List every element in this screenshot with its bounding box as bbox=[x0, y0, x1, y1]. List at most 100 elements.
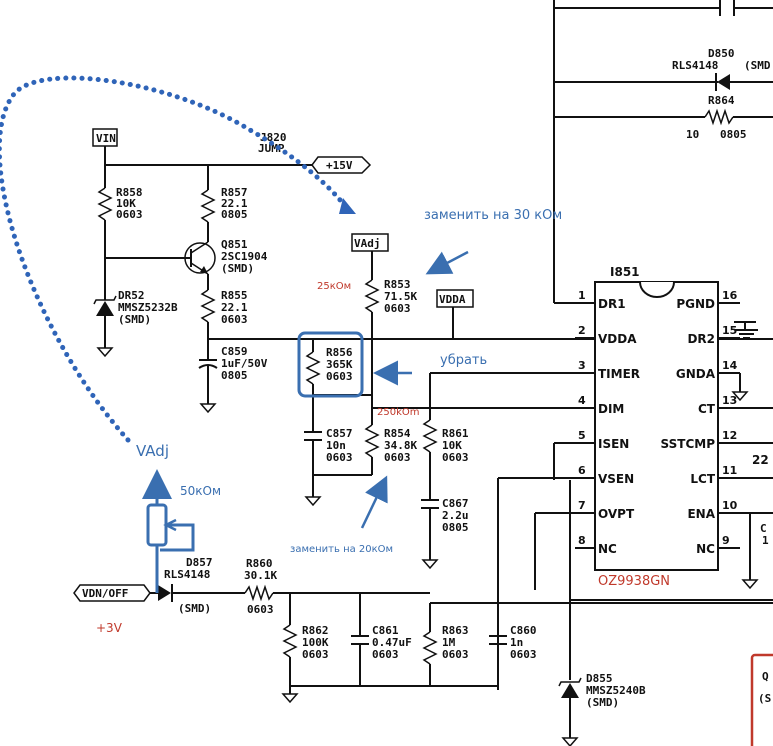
r861-pkg: 0603 bbox=[442, 451, 469, 464]
q-right-label: Q bbox=[762, 670, 769, 683]
annotation-vadj: VAdj bbox=[136, 442, 169, 460]
r854-ref: R854 bbox=[384, 427, 411, 440]
ic-pin-name: DR1 bbox=[598, 297, 626, 311]
ic-pin-number: 13 bbox=[722, 394, 737, 407]
c859-pkg: 0805 bbox=[221, 369, 248, 382]
r855-ref: R855 bbox=[221, 289, 248, 302]
d850-val: RLS4148 bbox=[672, 59, 718, 72]
ic-pin-name: SSTCMP bbox=[661, 437, 716, 451]
d850-pkg: (SMD bbox=[744, 59, 771, 72]
r855-val: 22.1 bbox=[221, 301, 248, 314]
dotted-arc bbox=[0, 75, 351, 443]
right-side-wiring: C 1 22 Q (S bbox=[718, 321, 773, 746]
vin-label: VIN bbox=[96, 132, 116, 145]
r863-pkg: 0603 bbox=[442, 648, 469, 661]
r861-val: 10K bbox=[442, 439, 462, 452]
d852-val: MMSZ5232B bbox=[118, 301, 178, 314]
ic-pin-number: 6 bbox=[578, 464, 586, 477]
ic-pin-name: DIM bbox=[598, 402, 624, 416]
r853-pkg: 0603 bbox=[384, 302, 411, 315]
ic-pin-name: VSEN bbox=[598, 472, 634, 486]
c860-ref: C860 bbox=[510, 624, 537, 637]
c857-pkg: 0603 bbox=[326, 451, 353, 464]
r862-pkg: 0603 bbox=[302, 648, 329, 661]
r858-val: 10K bbox=[116, 197, 136, 210]
annotation-pot-50k: 50кОм bbox=[180, 484, 221, 498]
vdda-tag-label: VDDA bbox=[439, 293, 466, 306]
c860-val: 1n bbox=[510, 636, 523, 649]
ic-right-pins: 16PGND15DR214GNDA13CT12SSTCMP11LCT10ENA9… bbox=[661, 289, 740, 556]
annotations-overlay: заменить на 30 кОм убрать заменить на 20… bbox=[0, 75, 562, 635]
ic-pin-number: 3 bbox=[578, 359, 586, 372]
r864-val: 10 bbox=[686, 128, 699, 141]
r862-ref: R862 bbox=[302, 624, 329, 637]
s-right-label: (S bbox=[758, 692, 771, 705]
d852-pkg: (SMD) bbox=[118, 313, 151, 326]
c-right-label: C bbox=[760, 522, 767, 535]
r853-val: 71.5K bbox=[384, 290, 417, 303]
ic-pin-name: OVPT bbox=[598, 507, 635, 521]
d852-ref: DR52 bbox=[118, 289, 145, 302]
r861-ref: R861 bbox=[442, 427, 469, 440]
q851-ref: Q851 bbox=[221, 238, 248, 251]
c-right-val: 1 bbox=[762, 534, 769, 547]
ic-pin-number: 10 bbox=[722, 499, 738, 512]
ic-pin-name: ISEN bbox=[598, 437, 629, 451]
ic-pin-name: TIMER bbox=[598, 367, 640, 381]
vdn-off-chain: VDN/OFF D857 RLS4148 (SMD) R860 30.1K 06… bbox=[73, 556, 646, 746]
ic-pin-number: 8 bbox=[578, 534, 586, 547]
c859-val: 1uF/50V bbox=[221, 357, 268, 370]
plus15-label: +15V bbox=[326, 159, 353, 172]
ic-pin-number: 4 bbox=[578, 394, 586, 407]
ic-pin-number: 11 bbox=[722, 464, 737, 477]
d857-pkg: (SMD) bbox=[178, 602, 211, 615]
q851-pkg: (SMD) bbox=[221, 262, 254, 275]
r864-resistor: R864 10 0805 bbox=[686, 94, 747, 141]
r857-pkg: 0805 bbox=[221, 208, 248, 221]
vdn-off-label: VDN/OFF bbox=[82, 587, 128, 600]
ic-pin-name: PGND bbox=[676, 297, 715, 311]
c861-pkg: 0603 bbox=[372, 648, 399, 661]
ic-pin-number: 12 bbox=[722, 429, 737, 442]
c861-ref: C861 bbox=[372, 624, 399, 637]
c867-pkg: 0805 bbox=[442, 521, 469, 534]
r858-ref: R858 bbox=[116, 186, 143, 199]
q851-val: 2SC1904 bbox=[221, 250, 268, 263]
ic-pin-name: VDDA bbox=[598, 332, 637, 346]
r855-pkg: 0603 bbox=[221, 313, 248, 326]
c867-ref: C867 bbox=[442, 497, 469, 510]
ic-ref: I851 bbox=[610, 265, 640, 279]
j820-ref: J820 bbox=[260, 131, 287, 144]
ic-pin-number: 14 bbox=[722, 359, 738, 372]
ic-pin-number: 15 bbox=[722, 324, 737, 337]
annotation-250k: 250kOm bbox=[377, 407, 420, 418]
r862-val: 100K bbox=[302, 636, 329, 649]
ic-pin-number: 7 bbox=[578, 499, 586, 512]
d857-ref: D857 bbox=[186, 556, 213, 569]
annotation-replace-30k: заменить на 30 кОм bbox=[424, 208, 562, 223]
ic-pin-name: NC bbox=[598, 542, 617, 556]
ic-pin-name: DR2 bbox=[687, 332, 715, 346]
ic-pin-number: 9 bbox=[722, 534, 730, 547]
r853-ref: R853 bbox=[384, 278, 411, 291]
ic-pin-number: 2 bbox=[578, 324, 586, 337]
d857-val: RLS4148 bbox=[164, 568, 210, 581]
d855-pkg: (SMD) bbox=[586, 696, 619, 709]
right-val-label: 22 bbox=[752, 453, 769, 467]
r863-ref: R863 bbox=[442, 624, 469, 637]
r863-val: 1M bbox=[442, 636, 456, 649]
annotation-plus3v: +3V bbox=[96, 621, 123, 635]
annotation-remove: убрать bbox=[440, 353, 487, 368]
c867-val: 2.2u bbox=[442, 509, 469, 522]
r864-ref: R864 bbox=[708, 94, 735, 107]
c857-ref: C857 bbox=[326, 427, 353, 440]
ic-i851: I851 1DR12VDDA3TIMER4DIM5ISEN6VSEN7OVPT8… bbox=[575, 265, 740, 589]
ic-pin-number: 16 bbox=[722, 289, 738, 302]
r860-ref: R860 bbox=[246, 557, 273, 570]
d850-ref: D850 bbox=[708, 47, 735, 60]
r857-ref: R857 bbox=[221, 186, 248, 199]
r856-val: 365K bbox=[326, 358, 353, 371]
r860-val: 30.1K bbox=[244, 569, 277, 582]
